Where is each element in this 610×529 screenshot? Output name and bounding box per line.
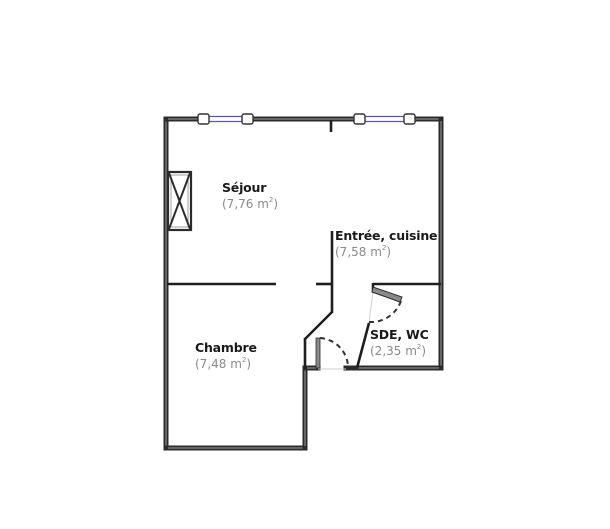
- window-icon: [197, 113, 210, 125]
- entrance-door: [315, 337, 349, 370]
- room-label-sejour: Séjour (7,76 m2): [222, 180, 278, 211]
- room-label-chambre: Chambre (7,48 m2): [195, 340, 257, 371]
- window-right: [353, 113, 416, 125]
- bathroom-door: [368, 286, 403, 324]
- window-icon: [403, 113, 416, 125]
- window-icon: [241, 113, 254, 125]
- room-label-sde-wc: SDE, WC (2,35 m2): [370, 327, 429, 358]
- door-swing-icon: [319, 337, 349, 367]
- chimney-duct-icon: [166, 170, 193, 232]
- room-name: Entrée, cuisine: [335, 228, 438, 243]
- door-leaf: [315, 337, 321, 369]
- room-area: (7,76 m2): [222, 196, 279, 211]
- room-area: (2,35 m2): [370, 343, 427, 358]
- room-area: (7,58 m2): [335, 244, 392, 259]
- door-swing-icon: [368, 300, 402, 324]
- room-name: SDE, WC: [370, 327, 429, 342]
- window-left: [197, 113, 254, 125]
- room-name: Chambre: [195, 340, 257, 355]
- window-icon: [353, 113, 366, 125]
- room-area: (7,48 m2): [195, 356, 252, 371]
- room-label-entree-cuisine: Entrée, cuisine (7,58 m2): [335, 228, 438, 259]
- room-name: Séjour: [222, 180, 267, 195]
- outer-walls: [163, 116, 444, 451]
- interior-walls: [167, 231, 441, 369]
